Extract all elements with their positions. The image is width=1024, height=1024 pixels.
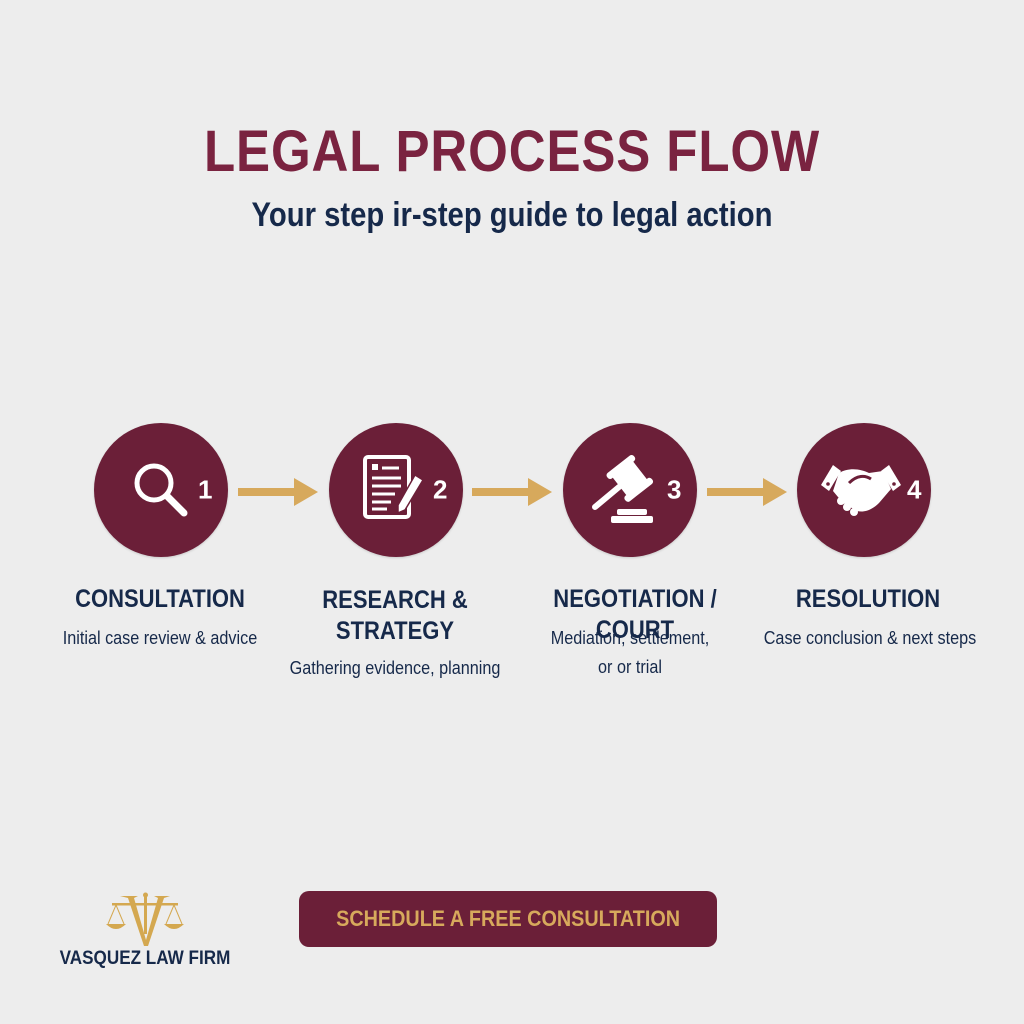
step-2-description: Gathering evidence, planning: [289, 658, 501, 678]
schedule-consultation-button[interactable]: SCHEDULE A FREE CONSULTATION: [299, 891, 717, 947]
arrow-right-icon: [238, 478, 318, 506]
arrow-right-icon: [707, 478, 787, 506]
firm-name: VASQUEZ LAW FIRM: [59, 948, 231, 969]
magnifying-glass-icon: [134, 463, 188, 517]
step-4-description: Case conclusion & next steps: [763, 628, 977, 648]
schedule-consultation-label: SCHEDULE A FREE CONSULTATION: [336, 906, 680, 931]
step-1-title: CONSULTATION: [75, 585, 245, 613]
step-number: 2: [433, 474, 448, 505]
handshake-icon: [821, 465, 901, 516]
page-title: LEGAL PROCESS FLOW: [203, 119, 821, 184]
step-1-description: Initial case review & advice: [62, 628, 258, 648]
document-pen-icon: [363, 455, 425, 519]
step-number: 4: [907, 474, 922, 505]
step-number: 1: [198, 474, 213, 505]
arrow-right-icon: [472, 478, 552, 506]
step-2-title: RESEARCH & STRATEGY: [322, 586, 468, 645]
step-2-circle: 2: [329, 423, 463, 557]
step-4-circle: 4: [797, 423, 931, 557]
step-3-title: NEGOTIATION / COURT: [553, 585, 717, 644]
page-subtitle: Your step ir-step guide to legal action: [251, 196, 773, 234]
step-number: 3: [667, 474, 682, 505]
step-3-circle: 3: [563, 423, 697, 557]
gavel-icon: [592, 454, 654, 523]
scales-of-justice-v-icon: [106, 892, 184, 946]
step-4-title: RESOLUTION: [795, 585, 941, 613]
step-3-description: Mediation, settlement, or or trial: [550, 628, 710, 677]
step-1-circle: 1: [94, 423, 228, 557]
